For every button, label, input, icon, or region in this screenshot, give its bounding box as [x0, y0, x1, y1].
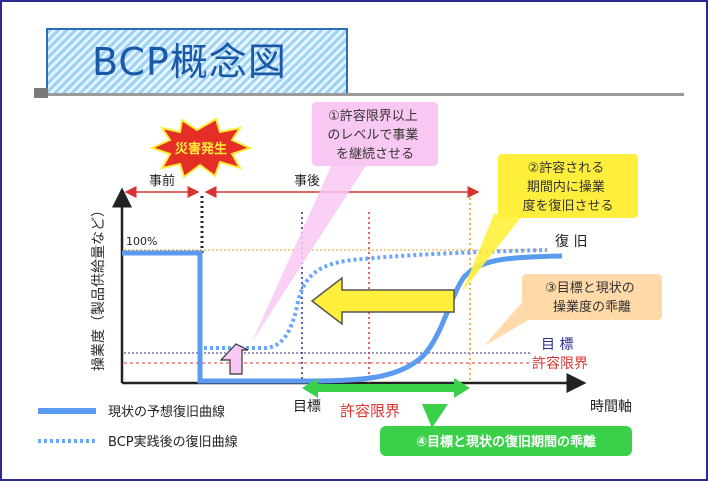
callout-3-line-1: ③目標と現状の	[545, 281, 635, 296]
recovery-label: 復 旧	[555, 233, 587, 250]
callout-1-text: ①許容限界以上 のレベルで事業 を継続させる	[327, 108, 422, 162]
callout-3-text: ③目標と現状の 操業度の乖離	[545, 281, 639, 315]
legend-current-label: 現状の予想復旧曲線	[108, 404, 225, 420]
callout-4-pointer	[422, 404, 448, 428]
before-period-label: 事前	[149, 173, 175, 189]
callout-1-line-1: ①許容限界以上	[328, 108, 418, 124]
callout-2-line-2: 期間内に操業	[527, 179, 605, 195]
y-axis-label: 操業度（製品供給量など）	[91, 203, 107, 371]
legend-bcp-label: BCP実践後の復旧曲線	[108, 434, 238, 450]
disaster-label: 災害発生	[175, 141, 227, 157]
callout-1-pointer	[252, 164, 367, 342]
bottom-tolerance-label: 許容限界	[340, 402, 400, 420]
bottom-target-label: 目標	[293, 399, 321, 415]
callout-2-line-3: 度を復旧させる	[522, 198, 613, 214]
title-underline	[34, 93, 684, 96]
callout-2-box	[498, 154, 638, 218]
callout-2-text: ②許容される 期間内に操業 度を復旧させる	[522, 160, 613, 214]
after-period-label: 事後	[294, 174, 320, 189]
callout-1-box	[312, 102, 438, 166]
recovery-gap-arrow	[302, 378, 470, 398]
callout-4-box	[380, 426, 632, 456]
callout-1-line-3: を継続させる	[336, 147, 414, 162]
tolerance-label: 許容限界	[532, 355, 588, 372]
level-100-label: 100%	[126, 235, 157, 248]
target-label: 目 標	[541, 337, 573, 353]
callout-3-line-2: 操業度の乖離	[553, 299, 631, 315]
title-box: BCP概念図	[46, 28, 348, 96]
disaster-burst	[149, 117, 253, 179]
slide-title: BCP概念図	[92, 40, 287, 84]
improvement-up-arrow	[219, 343, 249, 375]
bcp-recovery-curve	[204, 248, 548, 350]
current-recovery-curve	[122, 250, 563, 384]
callout-2-line-1: ②許容される	[528, 160, 605, 176]
callout-2-pointer	[462, 214, 522, 292]
callout-4-text: ④目標と現状の復旧期間の乖離	[416, 434, 596, 450]
callout-1-line-2: のレベルで事業	[327, 127, 418, 143]
title-underline-accent	[34, 88, 48, 98]
x-axis-label: 時間軸	[590, 399, 632, 415]
callout-3-box	[522, 274, 662, 320]
recovery-shift-arrow	[310, 276, 455, 326]
